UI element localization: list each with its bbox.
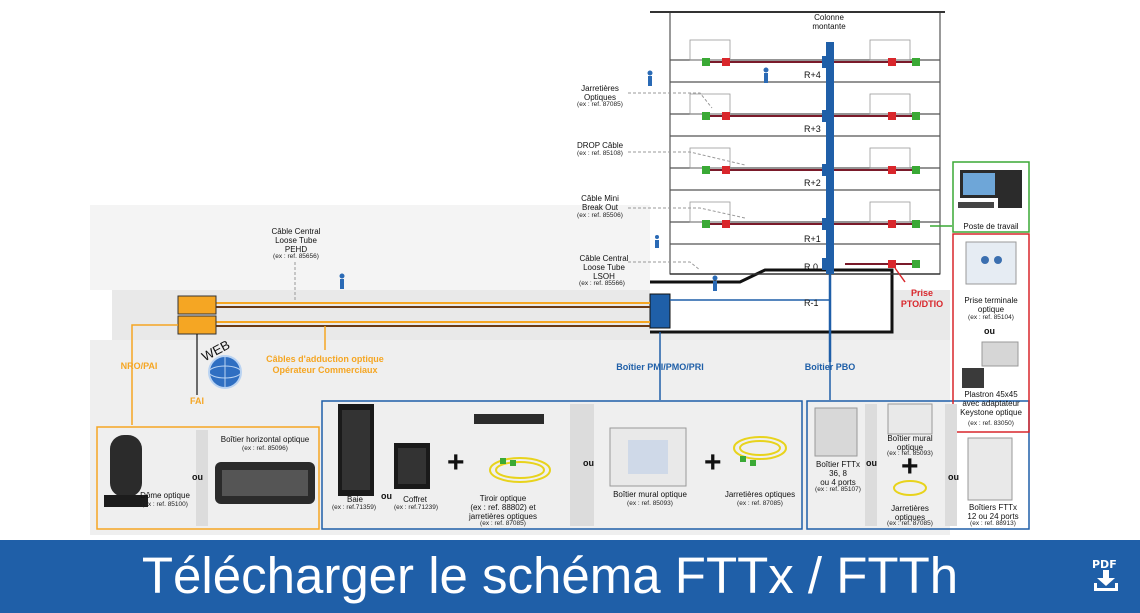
floor-label-r4: R+4 [804, 70, 821, 80]
floor-label-r3: R+3 [804, 124, 821, 134]
download-banner[interactable] [0, 540, 1140, 613]
pmi-ou-2: ou [583, 458, 594, 468]
coffret-label: Coffret [403, 495, 427, 504]
fttx-label: Boîtier FTTx 36, 8 ou 4 ports [815, 460, 860, 487]
floor-label-rm1: R-1 [804, 298, 819, 308]
pmi-label: Boîtier PMI/PMO/PRI [616, 362, 704, 372]
pbo-plus: + [901, 450, 919, 483]
pbo-jarretieres-ref: (ex : ref. 87085) [887, 520, 933, 527]
prise-terminale-label: Prise terminale optique [964, 296, 1018, 314]
tiroir-label: Tiroir optique (ex : ref. 88802) et jarr… [468, 494, 538, 521]
baie-ref: (ex : ref.71359) [331, 504, 377, 511]
building-diagram [96, 11, 1030, 530]
boitier-horizontal-ref: (ex : ref. 85096) [242, 445, 288, 452]
floor-label-r2: R+2 [804, 178, 821, 188]
nro-pai-label: NRO/PAI [120, 361, 158, 371]
pmi-plus-1: + [447, 446, 465, 479]
tiroir-ref: (ex : ref. 87085) [480, 520, 526, 527]
dome-label: Dôme optique [140, 491, 190, 500]
pbo-mural-label: Boîtier mural optique [887, 434, 933, 452]
plastron-ref: (ex : ref. 83050) [968, 420, 1014, 427]
prise-terminale-ref: (ex : ref. 85104) [968, 314, 1014, 321]
lsoh-cable-label: Câble Central Loose Tube LSOH [579, 254, 629, 281]
pmi-plus-2: + [704, 446, 722, 479]
mini-break-out-ref: (ex : ref. 85506) [577, 212, 623, 219]
dome-ref: (ex : ref. 85100) [142, 501, 188, 508]
jarretieres-optiques-label: Jarretières Optiques [581, 84, 619, 102]
pbo-label: Boîtier PBO [804, 362, 856, 372]
fttx12-label: Boîtiers FTTx 12 ou 24 ports [967, 503, 1019, 521]
pdf-icon-label: PDF [1092, 558, 1117, 571]
prise-pto-label: Prise PTO/DTIO [900, 288, 944, 309]
mural-ref: (ex : ref. 85093) [627, 500, 673, 507]
drop-cable-ref: (ex : ref. 85108) [577, 150, 623, 157]
nro-box-ou: ou [192, 472, 203, 482]
pmi-ou-1: ou [381, 491, 392, 501]
lsoh-cable-ref: (ex : ref. 85566) [579, 280, 625, 287]
boitier-horizontal-label: Boîtier horizontal optique [220, 435, 310, 444]
floor-label-r0: R 0 [804, 262, 819, 272]
mural-label: Boîtier mural optique [613, 490, 687, 499]
pehd-cable-ref: (ex : ref. 85656) [273, 253, 319, 260]
drop-cable-label: DROP Câble [576, 141, 624, 150]
pehd-cable-label: Câble Central Loose Tube PEHD [271, 227, 321, 254]
pbo-jarretieres-label: Jarretières optiques [891, 504, 929, 522]
floor-label-r1: R+1 [804, 234, 821, 244]
jarretieres-ref: (ex : ref. 87085) [737, 500, 783, 507]
fttx-ref: (ex : ref. 85107) [815, 486, 861, 493]
download-banner-text[interactable]: Télécharger le schéma FTTx / FTTh [141, 547, 959, 604]
pdf-download-icon[interactable]: PDF [1086, 556, 1126, 596]
left-gray-band [90, 205, 650, 290]
download-arrow-icon [1094, 570, 1118, 591]
coffret-ref: (ex : ref.71239) [393, 504, 439, 511]
right-panel-ou: ou [984, 326, 995, 336]
pbo-mural-ref: (ex : ref. 85093) [887, 450, 933, 457]
mini-break-out-label: Câble Mini Break Out [581, 194, 619, 212]
plastron-label: Plastron 45x45 avec adaptateur Keystone … [960, 390, 1022, 417]
adduction-cables-label: Câbles d'adduction optique Opérateur Com… [266, 354, 384, 375]
jarretieres-optiques-ref: (ex : ref. 87085) [577, 101, 623, 108]
jarretieres-label: Jarretières optiques [724, 490, 796, 499]
poste-travail-label: Poste de travail [963, 222, 1019, 231]
fttx12-ref: (ex : ref. 88913) [970, 520, 1016, 527]
pbo-ou-1: ou [866, 458, 877, 468]
fai-label: FAI [189, 396, 204, 406]
pbo-ou-2: ou [948, 472, 959, 482]
riser-label: Colonne montante [812, 13, 846, 31]
baie-label: Baie [346, 495, 363, 504]
